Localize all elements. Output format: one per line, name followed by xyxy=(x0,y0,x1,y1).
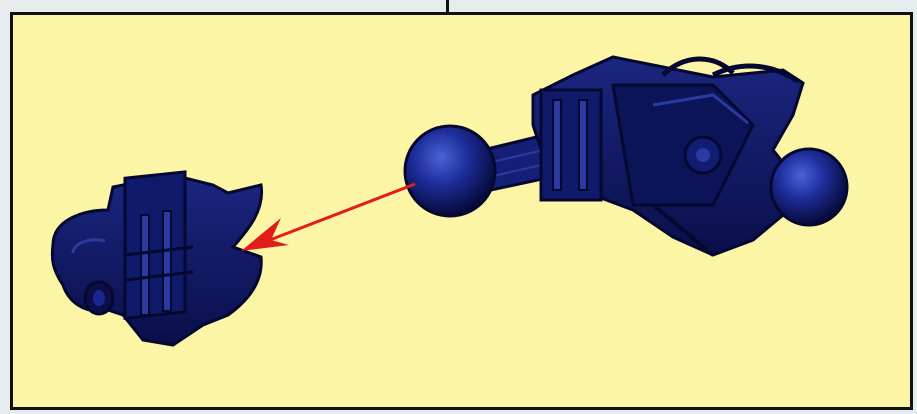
assembly-arrow xyxy=(241,184,415,251)
left-ball xyxy=(405,126,495,216)
ball-joint-assembly xyxy=(405,57,847,255)
connector-part xyxy=(52,172,261,345)
instruction-illustration xyxy=(13,15,910,407)
right-ball xyxy=(771,149,847,225)
instruction-panel xyxy=(10,12,913,410)
